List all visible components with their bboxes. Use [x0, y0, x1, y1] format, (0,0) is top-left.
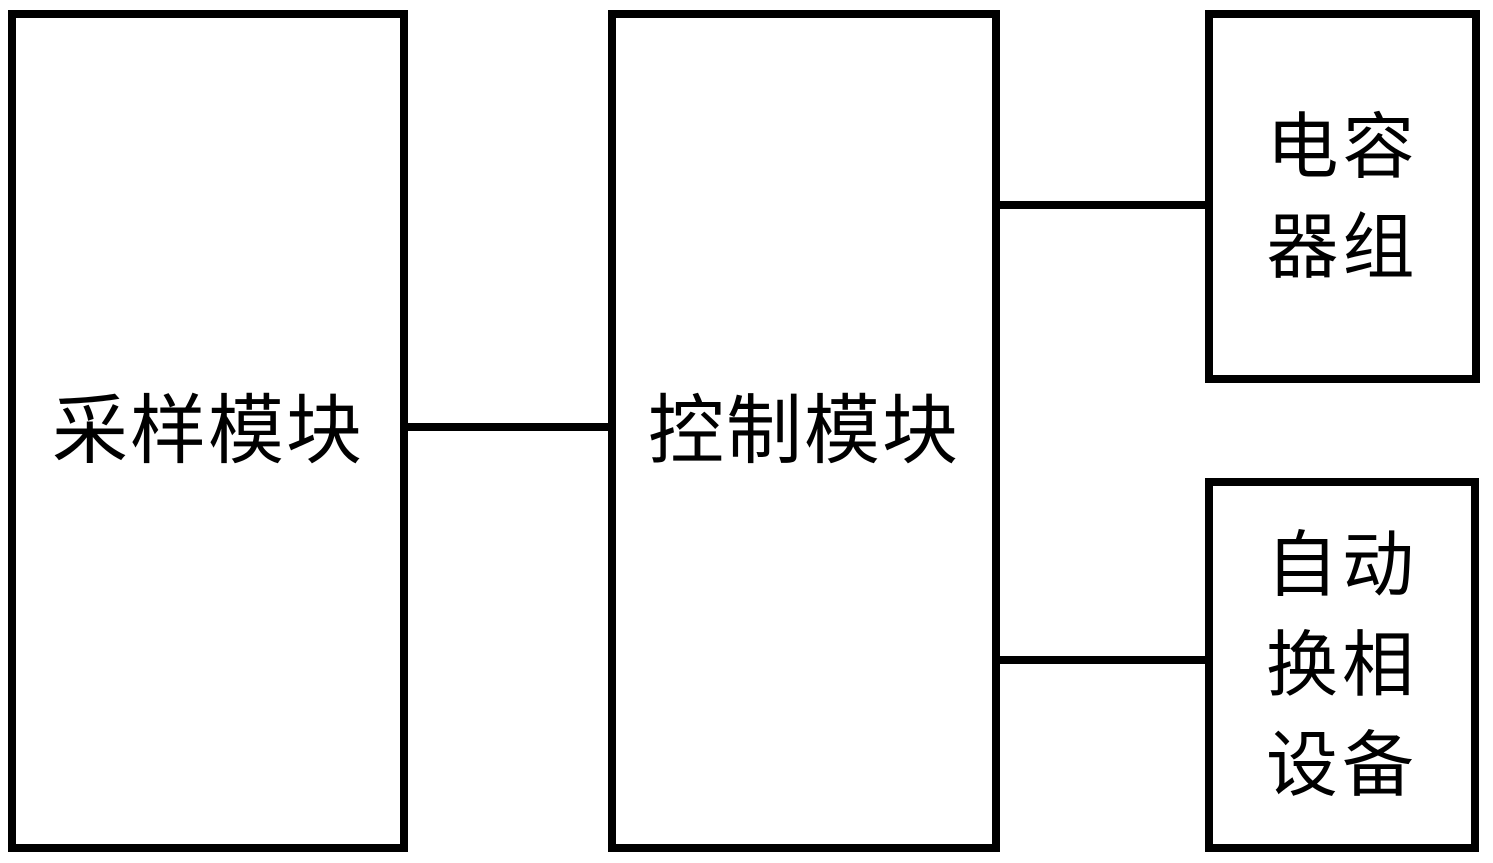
- auto-commutation-device-box: 自动 换相 设备: [1205, 478, 1479, 852]
- capacitor-bank-label-line-1: 电容: [1266, 104, 1419, 189]
- capacitor-bank-box: 电容 器组: [1205, 10, 1480, 383]
- capacitor-bank-label-line-2: 器组: [1266, 204, 1419, 289]
- connector-sampling-to-control: [404, 423, 612, 431]
- connector-control-to-capacitor: [996, 201, 1209, 209]
- sampling-module-label: 采样模块: [52, 386, 364, 476]
- capacitor-bank-label: 电容 器组: [1266, 97, 1418, 297]
- auto-commutation-device-label-line-3: 设备: [1265, 723, 1418, 807]
- auto-commutation-device-label: 自动 换相 设备: [1266, 515, 1418, 815]
- auto-commutation-device-label-line-1: 自动: [1265, 523, 1418, 607]
- connector-control-to-commutation: [996, 656, 1209, 664]
- auto-commutation-device-label-line-2: 换相: [1265, 623, 1418, 707]
- sampling-module-box: 采样模块: [8, 10, 408, 852]
- control-module-box: 控制模块: [608, 10, 1000, 852]
- control-module-label: 控制模块: [648, 386, 960, 476]
